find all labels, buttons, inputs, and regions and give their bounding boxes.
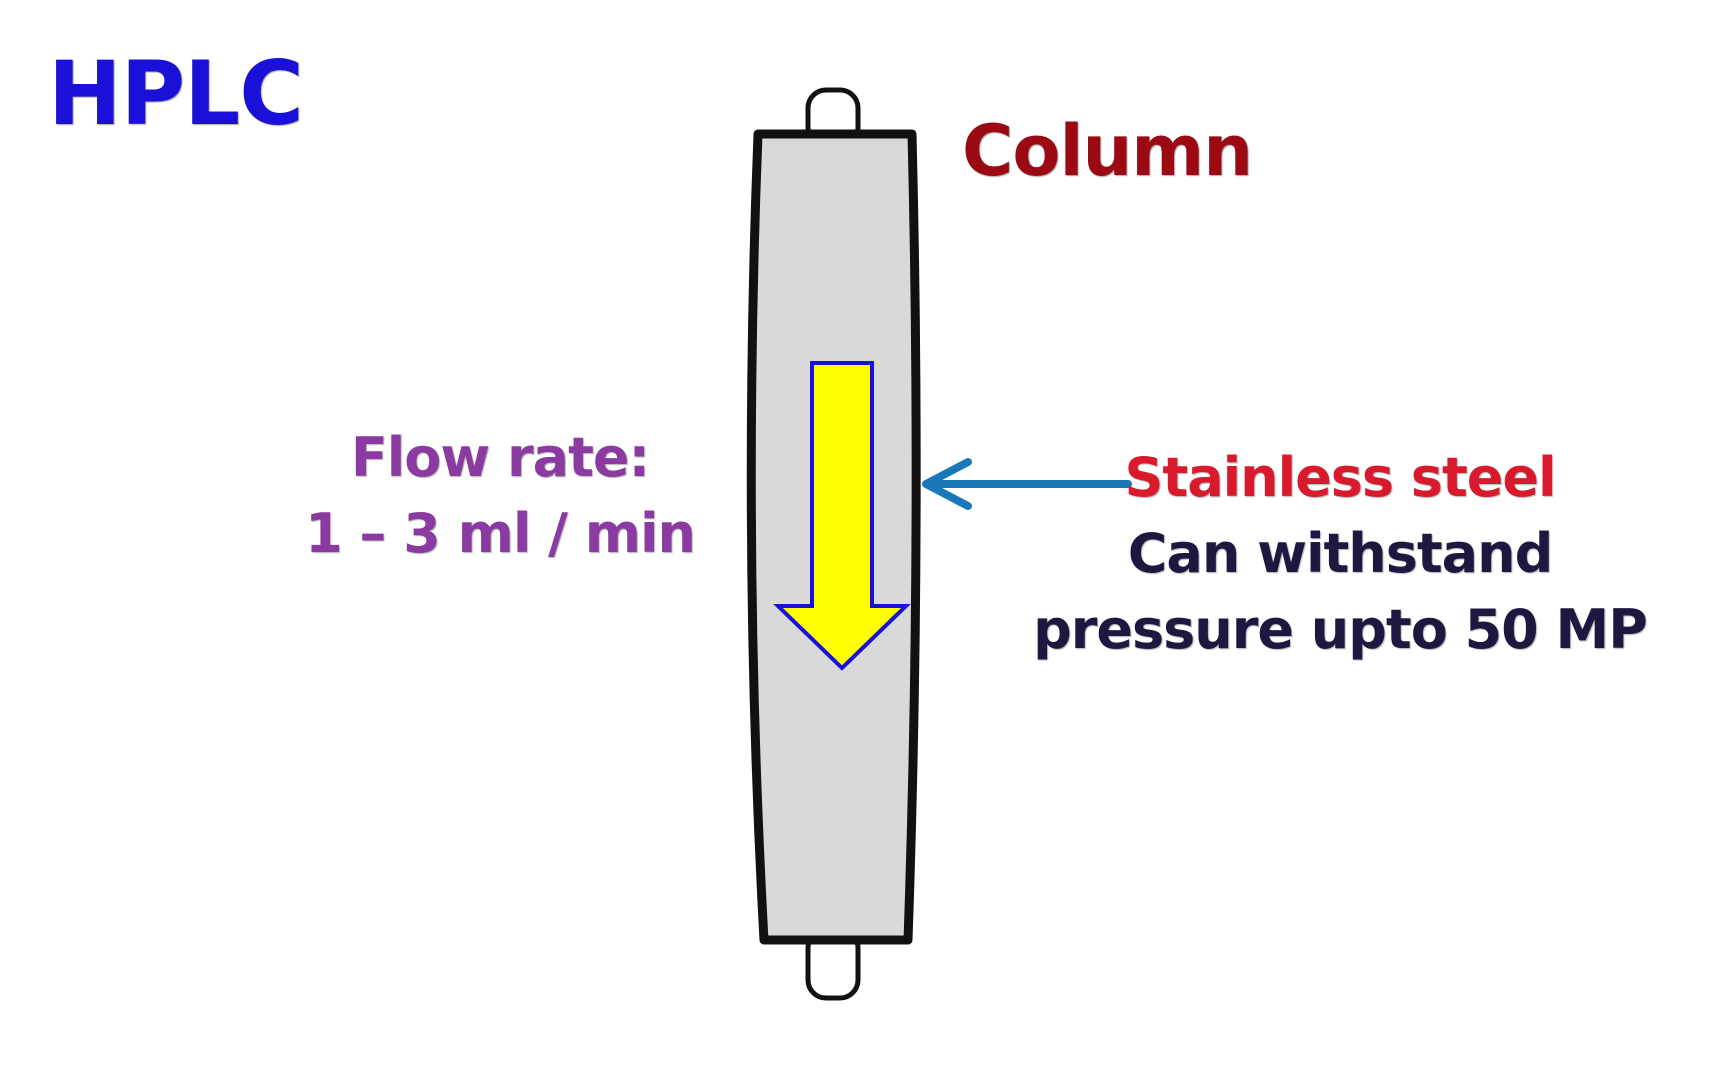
flow-rate-label: Flow rate:: [350, 426, 650, 489]
material-desc-line2: pressure upto 50 MP: [1033, 598, 1648, 661]
material-desc-line1: Can withstand: [1127, 522, 1553, 585]
down-arrow-icon: [773, 361, 911, 671]
slide-title: HPLC: [48, 42, 304, 145]
material-text: Stainless steel Can withstand pressure u…: [1020, 440, 1660, 668]
column-label: Column: [962, 110, 1253, 192]
flow-rate-text: Flow rate: 1 – 3 ml / min: [280, 420, 720, 572]
material-name: Stainless steel: [1124, 446, 1556, 509]
left-arrow-icon: [922, 458, 1132, 510]
flow-rate-value: 1 – 3 ml / min: [305, 502, 696, 565]
